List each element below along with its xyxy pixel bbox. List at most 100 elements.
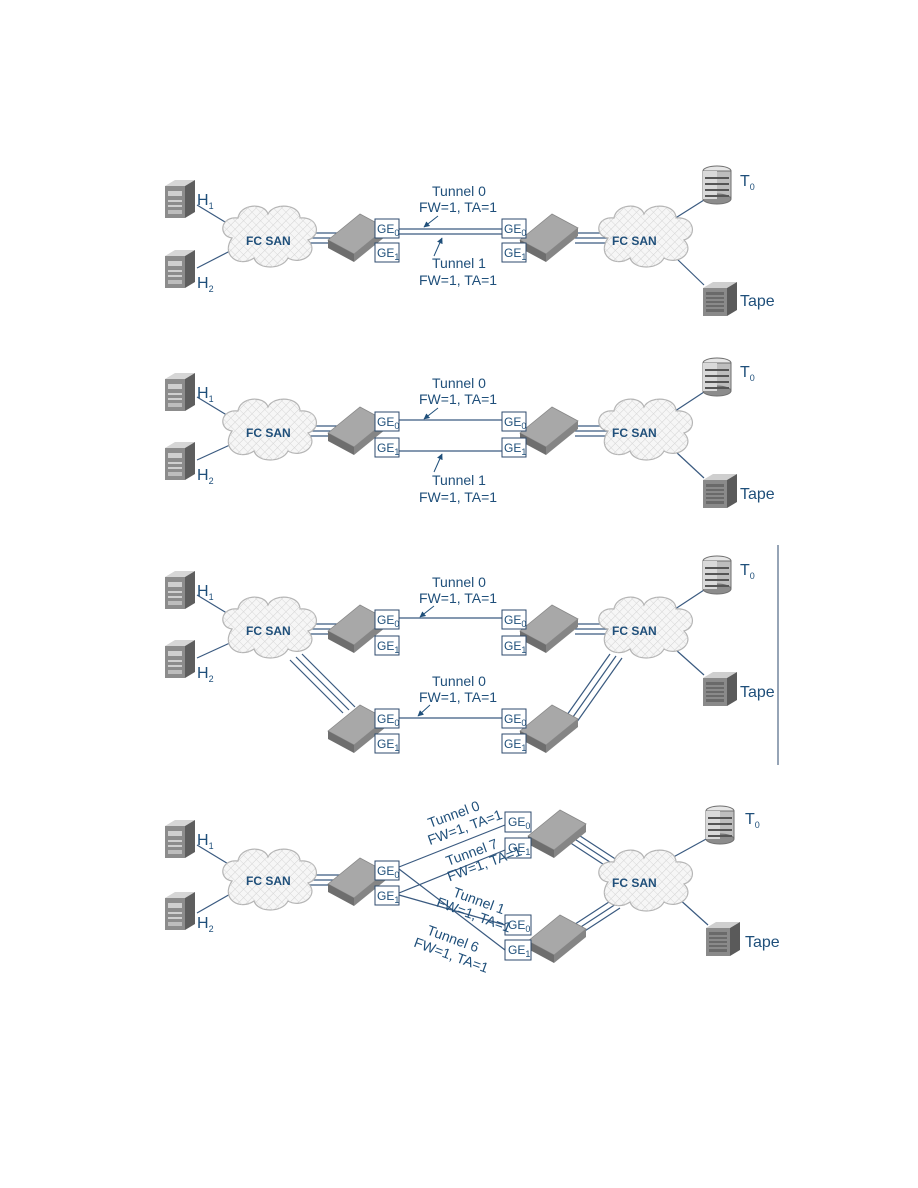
tunnel-params: FW=1, TA=1 [419, 590, 497, 606]
fc-san-label: FC SAN [246, 426, 291, 440]
tape-library-icon [705, 921, 741, 957]
tunnel-params: FW=1, TA=1 [419, 199, 497, 215]
target-label: T0 [740, 364, 755, 383]
target-disk-icon [705, 805, 735, 845]
fc-san-label: FC SAN [612, 234, 657, 248]
host-2-icon [165, 250, 195, 288]
host-2-label: H2 [197, 915, 214, 934]
ge1-label: GE1 [504, 246, 526, 262]
tunnel-name: Tunnel 0 [432, 673, 486, 689]
ge0-port [504, 914, 532, 936]
host-2-label: H2 [197, 665, 214, 684]
ge1-port [501, 437, 527, 458]
tape-label: Tape [740, 684, 775, 701]
ge1-label: GE1 [377, 639, 399, 655]
ge0-label: GE0 [508, 918, 530, 934]
host-1-label: H1 [197, 583, 214, 602]
host-1-icon [165, 571, 195, 609]
tape-label: Tape [740, 293, 775, 310]
target-label: T0 [740, 173, 755, 192]
ge0-port [501, 708, 527, 729]
tunnel-params: FW=1, TA=1 [419, 391, 497, 407]
host-1-label: H1 [197, 192, 214, 211]
tape-library-icon [702, 281, 738, 317]
ge0-port [501, 411, 527, 432]
ge0-port [374, 411, 400, 432]
ge0-label: GE0 [377, 222, 399, 238]
fc-san-label: FC SAN [246, 624, 291, 638]
tunnel-name: Tunnel 1 [432, 255, 486, 271]
tape-library-icon [702, 671, 738, 707]
tunnel-name: Tunnel 1 [432, 472, 486, 488]
router-icon [519, 604, 579, 654]
ge1-label: GE1 [377, 441, 399, 457]
ge0-label: GE0 [504, 415, 526, 431]
target-disk-icon [702, 357, 732, 397]
host-2-icon [165, 442, 195, 480]
ge1-port [501, 635, 527, 656]
tape-label: Tape [740, 486, 775, 503]
host-1-icon [165, 180, 195, 218]
ge0-port [374, 609, 400, 630]
ge1-port [374, 635, 400, 656]
ge1-port [501, 733, 527, 754]
target-label: T0 [745, 811, 760, 830]
panel-1: GE0 GE1 GE0 GE1 H1 H2 FC SAN FC SAN T0 T… [165, 165, 775, 317]
tunnel-name: Tunnel 0 [432, 375, 486, 391]
ge0-label: GE0 [377, 613, 399, 629]
ge0-label: GE0 [504, 613, 526, 629]
ge1-port [374, 437, 400, 458]
ge0-label: GE0 [508, 815, 530, 831]
ge1-port [374, 242, 400, 263]
host-1-icon [165, 373, 195, 411]
host-2-icon [165, 892, 195, 930]
ge0-port [374, 218, 400, 239]
ge1-label: GE1 [377, 737, 399, 753]
fc-san-label: FC SAN [612, 876, 657, 890]
ge1-label: GE1 [508, 841, 530, 857]
ge1-port [504, 939, 532, 961]
ge0-port [501, 218, 527, 239]
ge1-label: GE1 [377, 246, 399, 262]
host-1-label: H1 [197, 385, 214, 404]
tape-library-icon [702, 473, 738, 509]
target-label: T0 [740, 562, 755, 581]
tunnel-params: FW=1, TA=1 [419, 272, 497, 288]
ge1-port [501, 242, 527, 263]
ge1-port [374, 885, 400, 906]
ge0-label: GE0 [377, 712, 399, 728]
ge1-label: GE1 [504, 737, 526, 753]
ge1-label: GE1 [377, 889, 399, 905]
fc-san-label: FC SAN [612, 426, 657, 440]
ge0-port [374, 708, 400, 729]
tunnel-params: FW=1, TA=1 [419, 489, 497, 505]
ge0-label: GE0 [377, 864, 399, 880]
fc-san-label: FC SAN [246, 874, 291, 888]
panel-2: GE0 GE1 GE0 GE1 H1 H2 FC SAN FC SAN T0 T… [165, 357, 775, 509]
host-1-icon [165, 820, 195, 858]
tunnel-params: FW=1, TA=1 [419, 689, 497, 705]
fc-san-label: FC SAN [246, 234, 291, 248]
ge0-port [504, 811, 532, 833]
host-1-label: H1 [197, 832, 214, 851]
ge0-port [501, 609, 527, 630]
panel-3: GE0 GE1 GE0 GE1 GE0 GE1 GE0 GE1 H1 H2 FC… [165, 545, 779, 765]
router-icon [519, 213, 579, 263]
fc-san-label: FC SAN [612, 624, 657, 638]
ge0-label: GE0 [504, 222, 526, 238]
ge0-label: GE0 [504, 712, 526, 728]
target-disk-icon [702, 165, 732, 205]
router-icon [527, 809, 587, 859]
ge1-label: GE1 [508, 943, 530, 959]
ge1-port [504, 837, 532, 859]
tape-label: Tape [745, 934, 780, 951]
host-2-label: H2 [197, 467, 214, 486]
router-icon [519, 406, 579, 456]
ge1-label: GE1 [504, 639, 526, 655]
target-disk-icon [702, 555, 732, 595]
ge1-label: GE1 [504, 441, 526, 457]
panel-4: GE0 GE1 GE0 GE1 GE0 GE1 H1 H2 FC SAN FC … [165, 797, 780, 976]
host-2-label: H2 [197, 275, 214, 294]
ge0-label: GE0 [377, 415, 399, 431]
